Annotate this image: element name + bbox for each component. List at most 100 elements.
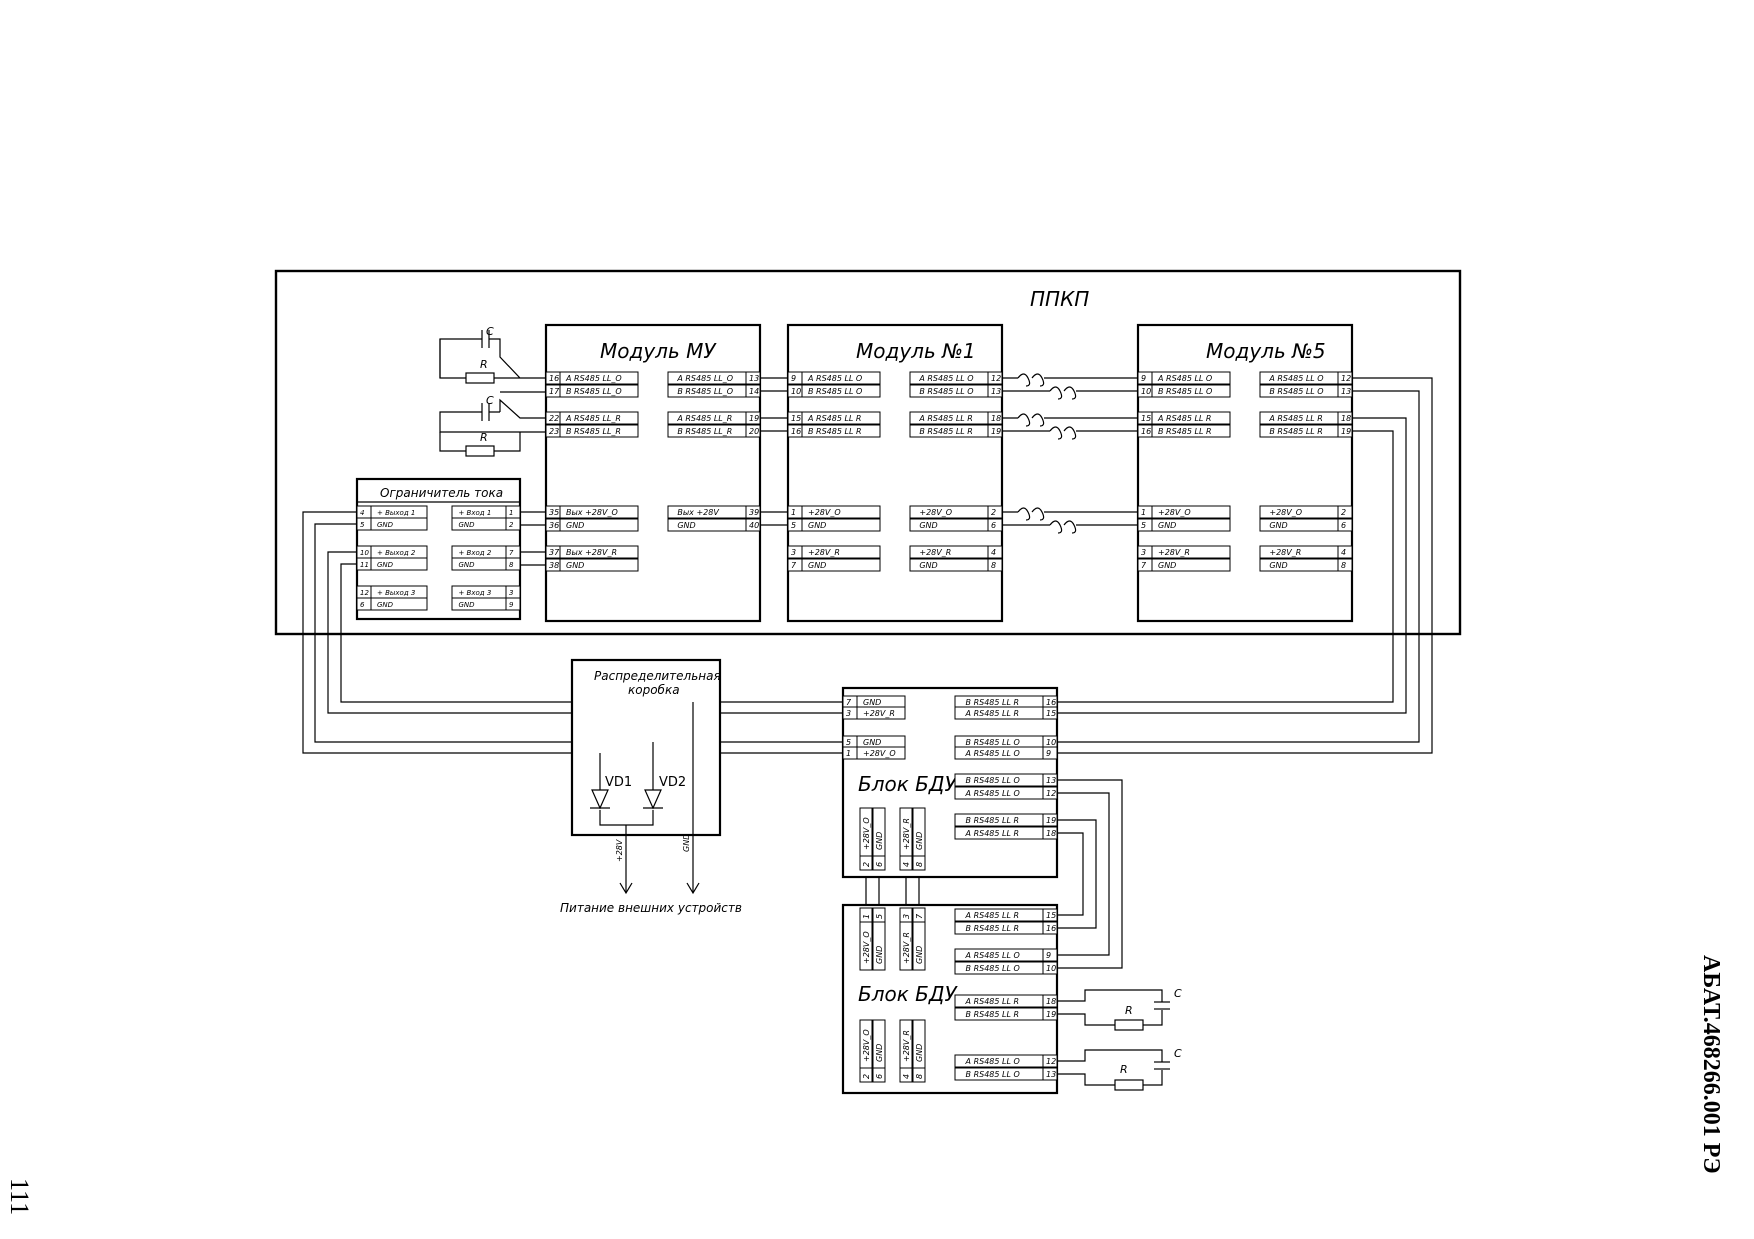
m1-left-pin-3: 3+28V_R xyxy=(787,545,881,559)
pin-number: 11 xyxy=(360,561,369,569)
pin-number: 15 xyxy=(1141,414,1151,423)
mu-right-pin-14: 14B RS485 LL_O xyxy=(667,384,761,398)
pin-number: 8 xyxy=(1341,561,1346,570)
pin-label: A RS485 LL O xyxy=(1268,374,1323,383)
pin-number: 4 xyxy=(360,509,364,517)
m5-right-pin-19: 19B RS485 LL R xyxy=(1259,424,1353,438)
pin-label: GND xyxy=(377,521,394,529)
pin-label: Вых +28V_O xyxy=(566,508,618,517)
pin-number: 18 xyxy=(1341,414,1351,423)
pin-label: A RS485 LL_R xyxy=(565,414,621,423)
pin-number: 12 xyxy=(991,374,1001,383)
pin-label: GND xyxy=(1269,521,1287,530)
pin-number: 37 xyxy=(549,548,560,557)
pin-label: A RS485 LL R xyxy=(1268,414,1322,423)
pin-label: A RS485 LL_O xyxy=(676,374,733,383)
bdu1-right-pin-16: 16B RS485 LL R xyxy=(954,695,1058,709)
pin-label: A RS485 LL_O xyxy=(565,374,622,383)
rc-terminator-4: C R xyxy=(1057,1047,1182,1091)
pin-number: 40 xyxy=(749,521,759,530)
pin-label: B RS485 LL O xyxy=(966,1070,1020,1079)
pin-number: 3 xyxy=(1141,548,1146,557)
pin-number: 8 xyxy=(915,1074,924,1079)
pin-number: 3 xyxy=(509,589,513,597)
m1-right-pin-19: 19B RS485 LL R xyxy=(909,424,1003,438)
resistor-label: R xyxy=(1125,1004,1133,1017)
pin-number: 1 xyxy=(862,914,871,919)
module-1-title: Модуль №1 xyxy=(856,339,976,363)
pin-label: +28V_O xyxy=(862,1029,871,1062)
pin-label: + Выход 2 xyxy=(377,549,416,557)
pin-label: + Выход 1 xyxy=(377,509,415,517)
pin-number: 9 xyxy=(1046,749,1051,758)
pin-number: 9 xyxy=(791,374,796,383)
pin-label: +28V_R xyxy=(1158,548,1190,557)
line-break-mark xyxy=(1017,413,1045,427)
pin-label: GND xyxy=(919,561,937,570)
pin-number: 6 xyxy=(991,521,996,530)
pin-label: A RS485 LL O xyxy=(965,789,1020,798)
pin-number: 9 xyxy=(1046,951,1051,960)
pin-number: 10 xyxy=(1046,964,1056,973)
line-break-mark xyxy=(1049,426,1077,440)
pin-label: + Вход 1 xyxy=(458,509,491,517)
pin-label: A RS485 LL R xyxy=(965,829,1019,838)
pin-number: 4 xyxy=(991,548,996,557)
pin-label: GND xyxy=(915,832,924,850)
pin-number: 5 xyxy=(360,521,365,529)
pin-label: B RS485 LL R xyxy=(808,427,862,436)
pin-label: B RS485 LL R xyxy=(966,924,1020,933)
m5-left-pin-3: 3 +28V_R xyxy=(1137,545,1231,559)
pin-label: A RS485 LL O xyxy=(965,749,1020,758)
pin-label: B RS485 LL O xyxy=(808,387,862,396)
pin-label: GND xyxy=(458,521,475,529)
capacitor-label: C xyxy=(486,325,494,338)
bdu2-right-pin-16: 16B RS485 LL R xyxy=(954,921,1058,935)
pin-number: 16 xyxy=(549,374,559,383)
pin-label: GND xyxy=(808,561,826,570)
m1-right-pin-12: 12 A RS485 LL O xyxy=(909,371,1003,385)
pin-number: 19 xyxy=(991,427,1001,436)
m1-left-pin-1: 1+28V_O xyxy=(787,505,881,519)
pin-number: 15 xyxy=(791,414,801,423)
bdu2-right-pin-19: 19B RS485 LL R xyxy=(954,1007,1058,1021)
pin-label: B RS485 LL R xyxy=(1158,427,1212,436)
pin-label: +28V_O xyxy=(1269,508,1302,517)
m5-right-pin-4: 4+28V_R xyxy=(1259,545,1353,559)
pin-number: 12 xyxy=(1046,789,1056,798)
lim-right-pin-3: 3+ Вход 3 xyxy=(451,585,521,599)
bdu1-right-pin-15: 15A RS485 LL R xyxy=(954,706,1058,720)
pin-label: GND xyxy=(875,946,884,964)
diode-vd1-label: VD1 xyxy=(605,775,632,790)
line-break-mark xyxy=(1017,373,1045,387)
m1-right-pin-2: 2+28V_O xyxy=(909,505,1003,519)
pin-label: +28V_O xyxy=(862,931,871,964)
line-break-mark xyxy=(1049,386,1077,400)
m5-right-pin-13: 13B RS485 LL O xyxy=(1259,384,1353,398)
pin-number: 2 xyxy=(1341,508,1346,517)
pin-label: GND xyxy=(875,832,884,850)
pin-label: A RS485 LL O xyxy=(918,374,973,383)
pin-number: 36 xyxy=(549,521,559,530)
pin-number: 9 xyxy=(509,601,514,609)
bdu1-right-pin-10: 10B RS485 LL O xyxy=(954,735,1058,749)
pin-label: +28V_R xyxy=(1269,548,1301,557)
pin-label: +28V_R xyxy=(919,548,951,557)
bdu1-right-pin-18: 18A RS485 LL R xyxy=(954,826,1058,840)
bdu-top-title: Блок БДУ xyxy=(858,772,959,796)
pin-number: 6 xyxy=(360,601,365,609)
